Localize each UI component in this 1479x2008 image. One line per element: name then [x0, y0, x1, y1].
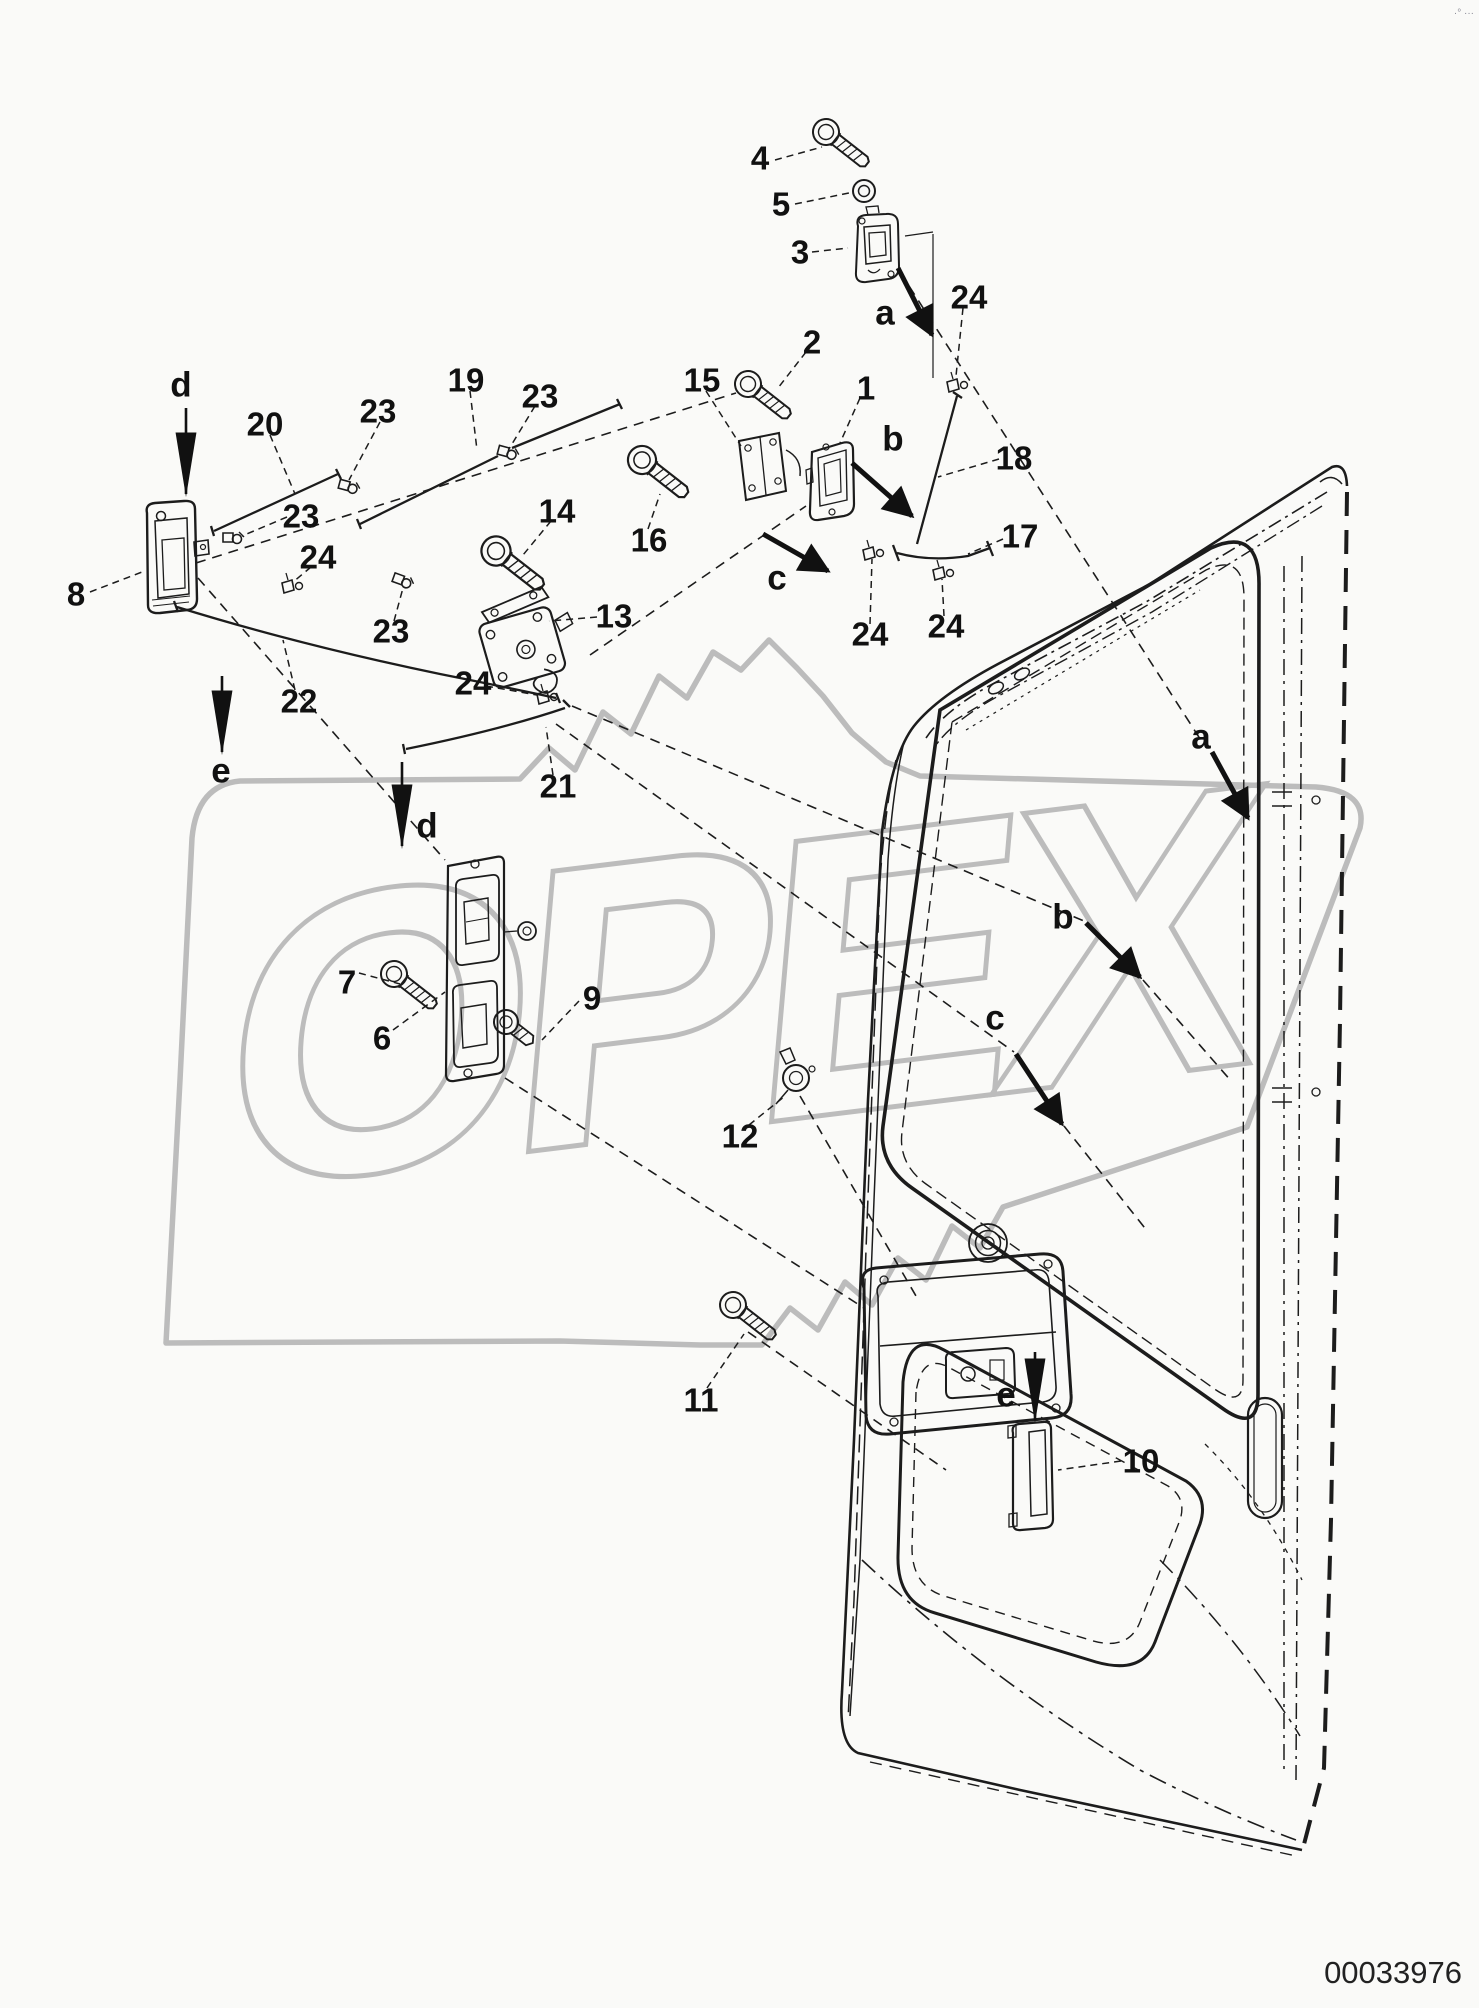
- door-top-cap: [1319, 476, 1343, 485]
- part-15-bracket: [737, 431, 801, 502]
- view-arrows: [175, 266, 1251, 1424]
- view-label-a: a: [875, 294, 895, 333]
- part-label-5: 5: [772, 186, 790, 223]
- part-label-16: 16: [631, 522, 668, 559]
- part-label-6: 6: [373, 1020, 391, 1057]
- part-label-3: 3: [791, 234, 809, 271]
- part-24-clip: [946, 371, 969, 393]
- view-label-b: b: [882, 420, 903, 459]
- inner-handle-pocket: [861, 1252, 1073, 1436]
- part-24-clip: [932, 559, 955, 581]
- view-label-c: c: [985, 999, 1004, 1038]
- part-label-23: 23: [373, 613, 410, 650]
- view-label-d: d: [416, 807, 437, 846]
- part-label-15: 15: [684, 362, 721, 399]
- document-number: 00033976: [1324, 1955, 1462, 1990]
- part-label-20: 20: [247, 406, 284, 443]
- part-23-clip: [390, 571, 417, 591]
- part-label-17: 17: [1002, 518, 1039, 555]
- view-arrow: [1084, 921, 1143, 980]
- corner-marks: ·° ···: [1454, 8, 1474, 19]
- part-23-clip: [337, 477, 362, 496]
- part-label-22: 22: [281, 683, 318, 720]
- part-label-19: 19: [448, 362, 485, 399]
- part-4-bolt: [806, 112, 876, 176]
- part-10-cover: [1007, 1420, 1055, 1532]
- view-arrow: [850, 461, 915, 519]
- part-label-24: 24: [852, 616, 889, 653]
- part-9-knob: [493, 1009, 535, 1047]
- door-grommet: [968, 1223, 1008, 1263]
- part-label-12: 12: [722, 1118, 759, 1155]
- part-23-clip: [222, 531, 245, 545]
- part-label-24: 24: [951, 279, 988, 316]
- lower-panel-opening: [896, 1343, 1204, 1668]
- part-label-11: 11: [684, 1382, 719, 1419]
- part-label-1: 1: [857, 370, 875, 407]
- view-arrow: [761, 531, 831, 574]
- window-opening: [880, 540, 1261, 1420]
- view-arrow: [895, 266, 935, 338]
- part-21-rod: [401, 699, 571, 755]
- part-label-9: 9: [583, 980, 601, 1017]
- part-3-striker: [854, 205, 901, 284]
- view-label-e: e: [996, 1376, 1015, 1415]
- door-slot: [1246, 1396, 1284, 1520]
- door-panel: [840, 464, 1349, 1857]
- part-label-23: 23: [283, 498, 320, 535]
- part-label-24: 24: [928, 608, 965, 645]
- view-label-b: b: [1052, 898, 1073, 937]
- view-label-d: d: [170, 366, 191, 405]
- part-label-24: 24: [300, 539, 337, 576]
- part-label-2: 2: [803, 324, 821, 361]
- part-14-bolt: [474, 529, 552, 600]
- part-label-4: 4: [751, 140, 770, 177]
- part-1-latch: [805, 441, 856, 522]
- view-letter-labels: d e d a b c a b c e: [170, 294, 1211, 1415]
- part-label-21: 21: [540, 768, 577, 805]
- part-label-14: 14: [539, 493, 576, 530]
- part-17-rod: [891, 540, 995, 562]
- part-2-bolt: [728, 364, 798, 428]
- exploded-parts: [145, 112, 1055, 1532]
- part-8-exterior-handle: [145, 499, 210, 615]
- part-13-latch-assembly: [478, 585, 574, 694]
- part-label-7: 7: [338, 964, 356, 1001]
- view-arrow: [1209, 750, 1251, 821]
- part-16-bolt: [621, 439, 696, 507]
- leader-lines: [89, 146, 1122, 1471]
- part-label-18: 18: [996, 440, 1033, 477]
- view-label-c: c: [767, 559, 786, 598]
- part-20-rod: [209, 468, 343, 537]
- watermark-gear-frame: [163, 637, 1364, 1348]
- part-11-bolt: [713, 1285, 783, 1349]
- view-arrow: [1013, 1052, 1065, 1127]
- part-24-clip: [862, 539, 885, 561]
- part-label-23: 23: [522, 378, 559, 415]
- part-label-10: 10: [1123, 1443, 1160, 1480]
- view-label-e: e: [211, 752, 230, 791]
- projection-lines: [195, 271, 1233, 1471]
- door-hinge-edge: [1301, 491, 1349, 1849]
- door-outline: [840, 464, 1349, 1852]
- part-19-rod: [355, 398, 624, 530]
- part-18-rod: [915, 391, 963, 545]
- control-rods: [172, 391, 995, 755]
- part-6-escutcheon: [444, 855, 537, 1083]
- part-label-8: 8: [67, 576, 85, 613]
- part-label-24: 24: [455, 665, 492, 702]
- part-label-13: 13: [596, 598, 633, 635]
- part-label-23: 23: [360, 393, 397, 430]
- view-label-a: a: [1191, 718, 1211, 757]
- part-5-washer: [852, 179, 876, 203]
